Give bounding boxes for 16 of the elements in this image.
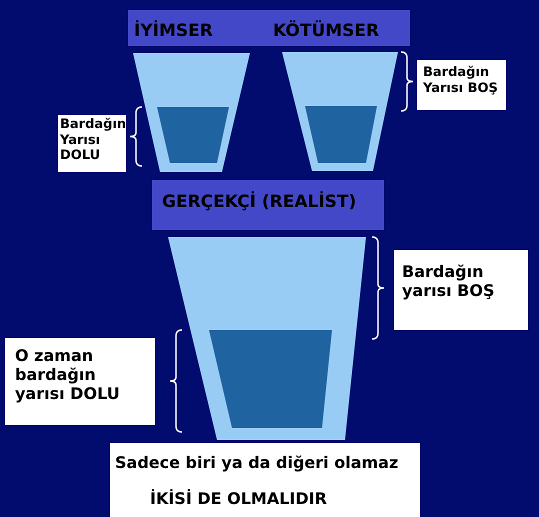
heading-band <box>128 10 410 46</box>
heading: GERÇEKÇİ (REALİST) <box>162 192 356 212</box>
statement-text: İKİSİ DE OLMALIDIR <box>150 489 327 508</box>
heading-band <box>152 180 384 230</box>
heading: İYİMSER <box>134 21 213 41</box>
conclusion-box <box>110 443 420 517</box>
label-box <box>417 60 506 110</box>
label-text: O zaman bardağın yarısı DOLU <box>15 346 121 404</box>
label-text: Bardağın Yarısı BOŞ <box>423 65 499 96</box>
label-text: Bardağın Yarısı DOLU <box>60 117 124 164</box>
label-box <box>394 250 528 330</box>
heading: KÖTÜMSER <box>273 21 380 41</box>
label-text: Bardağın yarısı BOŞ <box>402 262 496 300</box>
statement-text: Sadece biri ya da diğeri olamaz <box>115 453 398 472</box>
label-box <box>5 338 155 425</box>
label-box <box>58 115 126 172</box>
